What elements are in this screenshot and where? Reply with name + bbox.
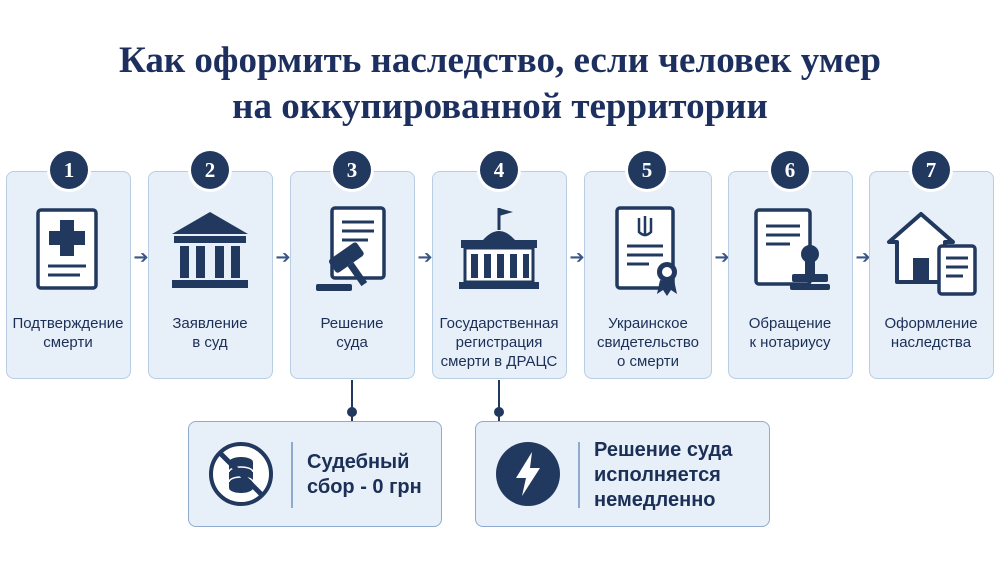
step-number-3: 3 [333,151,371,189]
step-number-4: 4 [480,151,518,189]
note-court-fee: Судебный сбор - 0 грн [188,421,442,527]
step-card-2 [148,171,273,379]
title-line-1: Как оформить наследство, если человек ум… [119,40,881,81]
note-immediate-execution: Решение суда исполняется немедленно [475,421,770,527]
medical-certificate-icon [36,208,98,290]
step-label-3: Решение суда [320,315,384,351]
lightning-icon [496,442,560,506]
step-number-5: 5 [628,151,666,189]
note-separator-2 [578,442,580,508]
note-separator-1 [291,442,293,508]
title-line-2: на оккупированной территории [232,86,768,127]
step-number-2: 2 [191,151,229,189]
page-title: Как оформить наследство, если человек ум… [0,38,1000,130]
step-label-4: Государственная регистрация смерти в ДРА… [439,315,559,370]
arrow-2-3: ➔ [275,247,291,267]
gavel-document-icon [316,206,386,291]
step-card-1 [6,171,131,379]
step-card-3 [290,171,415,379]
arrow-5-6: ➔ [714,247,730,267]
arrow-4-5: ➔ [569,247,585,267]
house-document-icon [887,212,977,296]
step-label-7: Оформление наследства [884,315,978,351]
arrow-1-2: ➔ [133,247,149,267]
step-label-1: Подтверждение смерти [12,315,124,351]
certificate-with-seal-icon [615,206,677,296]
note-court-fee-text: Судебный сбор - 0 грн [307,451,422,498]
note-immediate-execution-text: Решение суда исполняется немедленно [594,439,733,511]
government-building-icon [459,208,539,289]
connector-step3-note1 [351,380,353,422]
step-label-6: Обращение к нотариусу [748,315,832,351]
courthouse-icon [172,212,248,288]
step-label-5: Украинское свидетельство о смерти [596,315,700,370]
notary-stamp-icon [754,208,830,290]
step-label-2: Заявление в суд [172,315,248,351]
step-number-1: 1 [50,151,88,189]
connector-dot-2 [494,407,504,417]
connector-dot-1 [347,407,357,417]
step-number-6: 6 [771,151,809,189]
no-coins-icon [209,442,273,506]
arrow-3-4: ➔ [417,247,433,267]
step-number-7: 7 [912,151,950,189]
arrow-6-7: ➔ [855,247,871,267]
connector-step4-note2 [498,380,500,422]
